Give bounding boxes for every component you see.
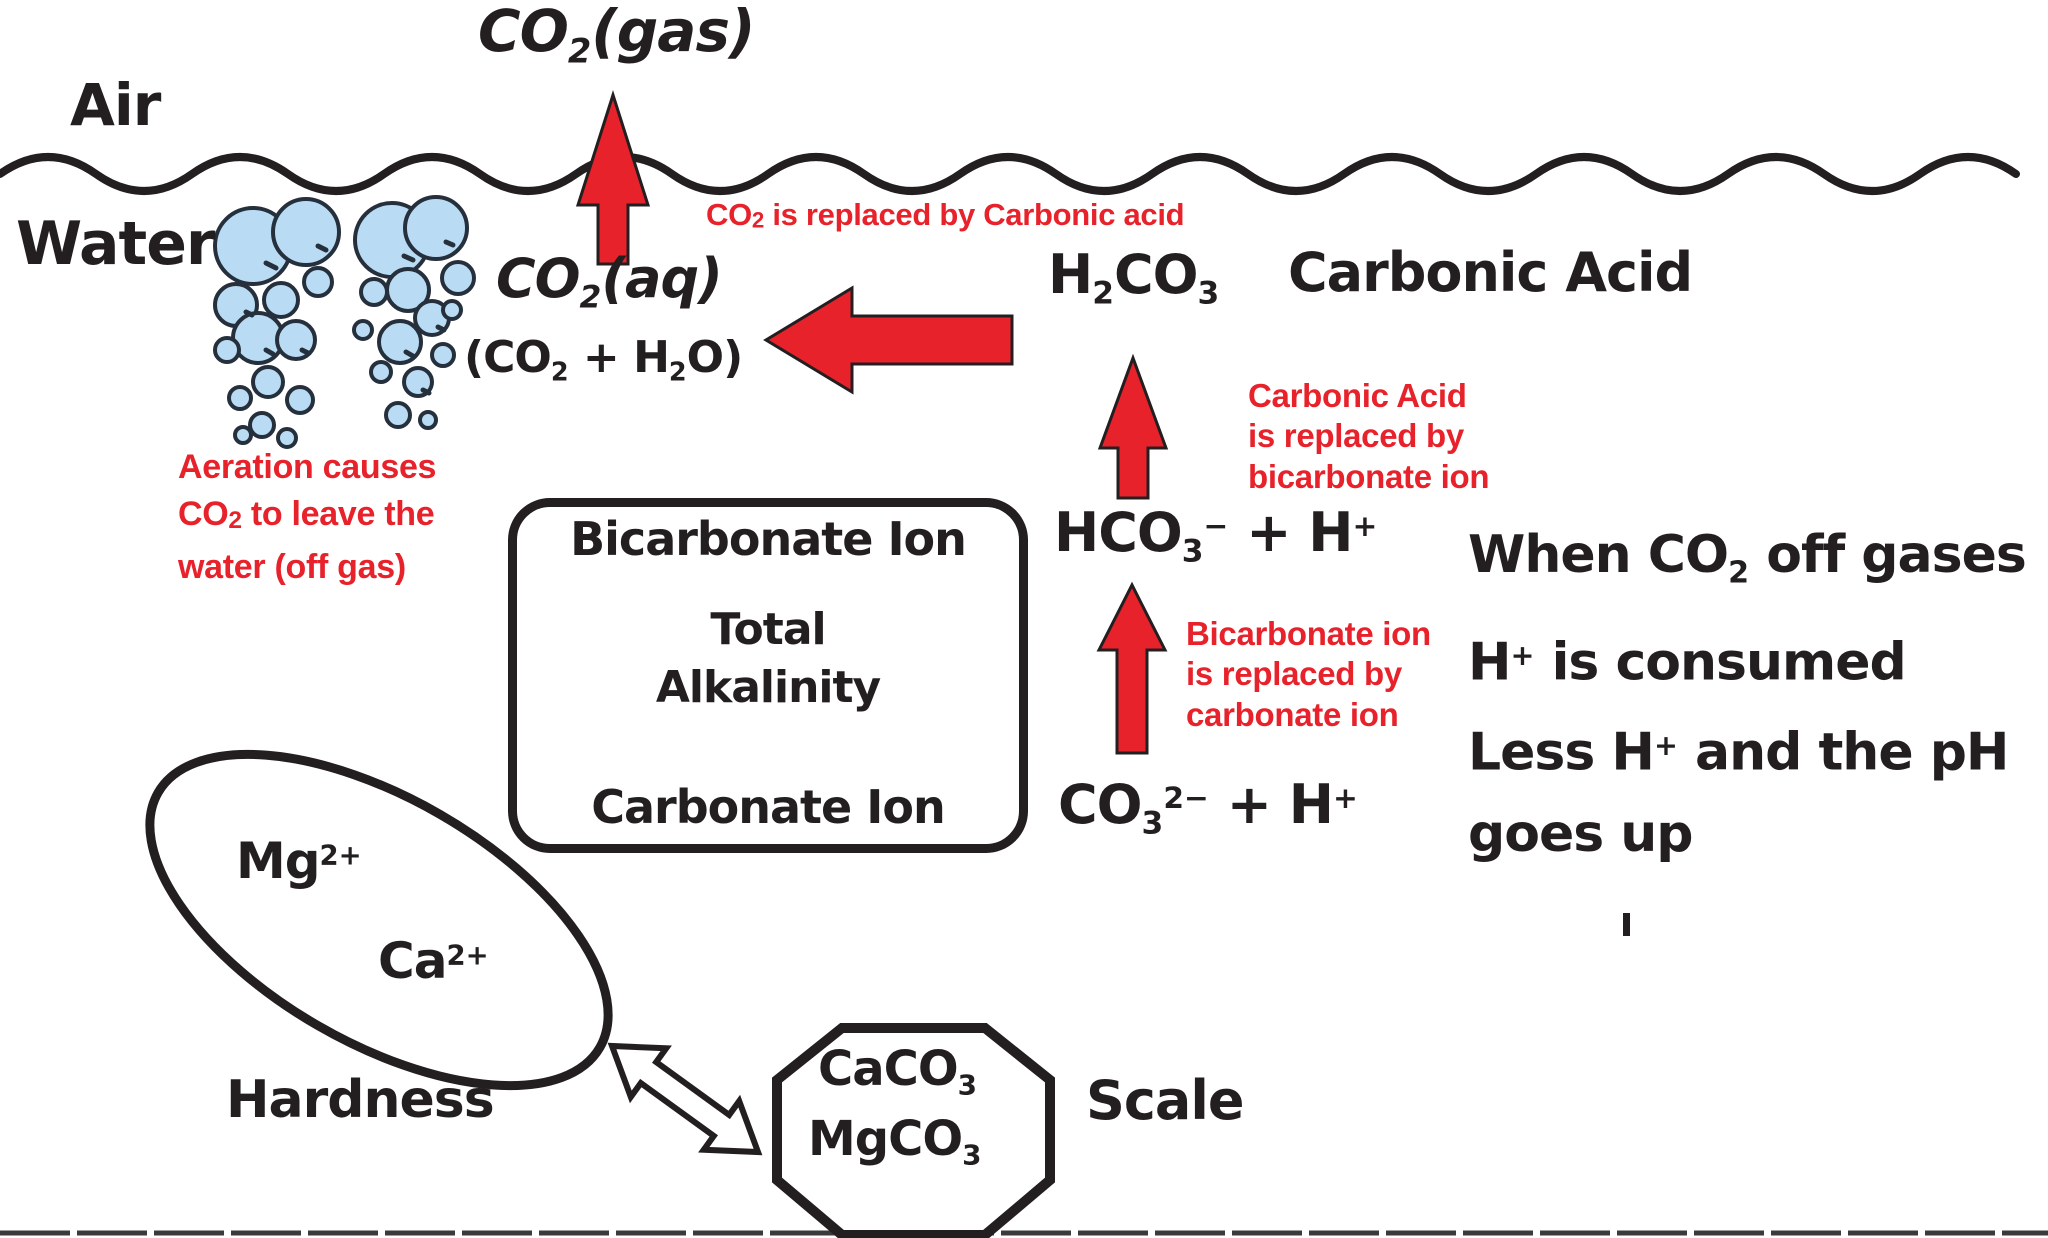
- ca-ion-formula: Ca2+: [378, 932, 489, 990]
- water-label: Water: [16, 209, 215, 279]
- alkalinity-box-carbonate-label: Carbonate Ion: [591, 780, 945, 834]
- bubble-highlights: [243, 239, 456, 396]
- hardness-scale-double-arrow: [607, 1042, 763, 1156]
- scale-octagon: [772, 1023, 1055, 1238]
- mg-ion-formula: Mg2+: [236, 832, 362, 890]
- caco3-formula: CaCO3: [818, 1041, 978, 1102]
- stray-tick-mark: [1623, 913, 1630, 936]
- co2-gas-formula: CO2(gas): [478, 0, 755, 71]
- carbonic-acid-label: Carbonic Acid: [1288, 241, 1693, 304]
- water-surface-wave: [0, 153, 2020, 195]
- scale-label: Scale: [1086, 1069, 1244, 1132]
- arrow-h2co3-to-co2aq-left: [763, 285, 1014, 395]
- co2-aq-detail-formula: (CO2 + H2O): [464, 332, 743, 388]
- co2-aq-formula: CO2(aq): [496, 247, 723, 316]
- hardness-ellipse: [145, 749, 613, 1091]
- air-label: Air: [70, 71, 161, 139]
- arrow-co2-offgas-up: [575, 90, 651, 266]
- arrow-co3-to-hco3-up: [1096, 581, 1168, 755]
- mgco3-formula: MgCO3: [808, 1111, 982, 1172]
- aeration-bubbles: [213, 195, 476, 449]
- alkalinity-box-total-label: Total: [710, 604, 826, 655]
- alkalinity-box-bicarbonate-label: Bicarbonate Ion: [570, 512, 967, 566]
- co3-formula: CO32− + H+: [1058, 773, 1358, 842]
- hco3-formula: HCO3− + H+: [1054, 501, 1378, 570]
- total-alkalinity-box: Bicarbonate Ion Total Alkalinity Carbona…: [508, 498, 1028, 853]
- arrow-hco3-to-h2co3-up: [1097, 353, 1169, 500]
- hardness-label: Hardness: [226, 1070, 495, 1130]
- note-co2-replaced: CO2 is replaced by Carbonic acid: [706, 197, 1185, 233]
- alkalinity-box-alkalinity-label: Alkalinity: [655, 662, 881, 713]
- h2co3-formula: H2CO3: [1048, 243, 1220, 312]
